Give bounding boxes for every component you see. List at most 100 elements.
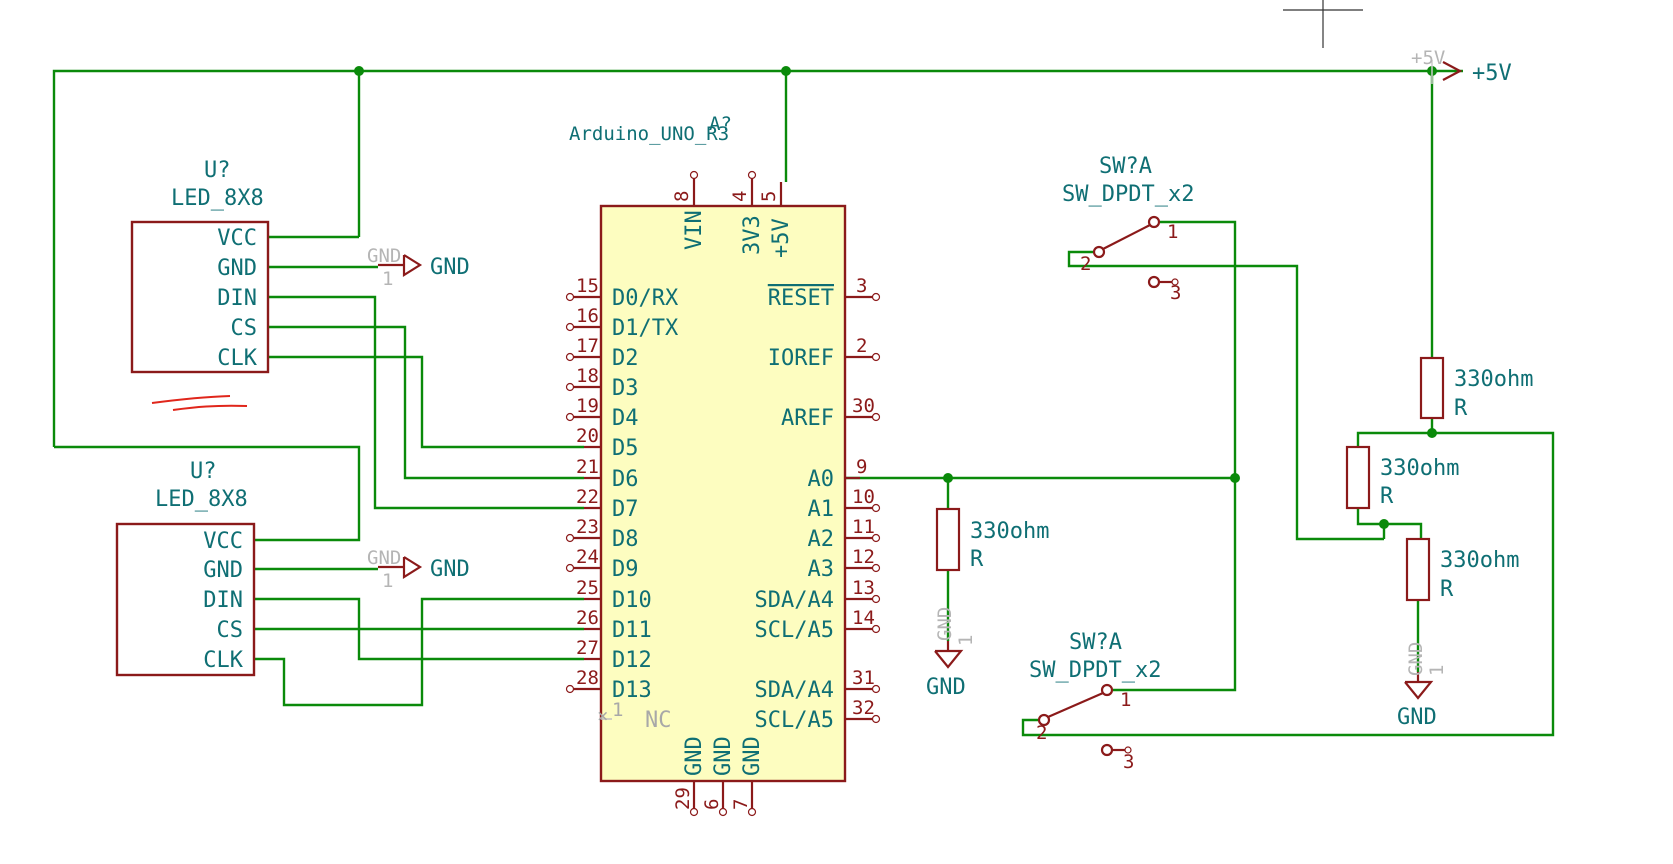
gnd-label: GND: [926, 675, 966, 700]
gnd-ghost-label: GND: [1405, 642, 1427, 676]
pin-label-a1: A1: [808, 497, 835, 522]
pin-label-sda-a4-2: SDA/A4: [755, 678, 834, 703]
resistor-4-value: 330ohm: [1440, 548, 1519, 573]
switch-2-pin-3: 3: [1123, 751, 1134, 773]
pin-label-d5: D5: [612, 436, 639, 461]
gnd-flag-matrix-1[interactable]: GND 1 GND: [367, 245, 470, 290]
plus5v-label: +5V: [1472, 61, 1512, 86]
pin-label-d7: D7: [612, 497, 639, 522]
pin-label-d0: D0/RX: [612, 286, 679, 311]
pin-num-d7: 22: [576, 486, 599, 508]
pin-num-d2: 17: [576, 335, 599, 357]
pin-label-gnd-29: GND: [682, 736, 707, 776]
resistor-3[interactable]: 330ohm R: [1345, 445, 1459, 510]
arduino-value: Arduino_UNO_R3: [569, 123, 729, 145]
pin-num-d5: 20: [576, 425, 599, 447]
pin-num-a1: 10: [852, 486, 875, 508]
pin-num-reset: 3: [856, 275, 867, 297]
pin-num-a3: 12: [852, 546, 875, 568]
pin-label-a2: A2: [808, 527, 835, 552]
led-matrix-1-pin-cs: CS: [231, 316, 258, 341]
gnd-pin-one: 1: [1426, 665, 1448, 676]
wires[interactable]: [52, 69, 1555, 737]
pin-num-d6: 21: [576, 456, 599, 478]
pin-label-a3: A3: [808, 557, 835, 582]
pin-num-gnd-7: 7: [730, 799, 752, 810]
plus5v-ghost-label: +5V: [1411, 47, 1445, 69]
pin-num-d13: 28: [576, 667, 599, 689]
gnd-ghost-label: GND: [367, 547, 401, 569]
led-matrix-1-pin-vcc: VCC: [217, 226, 257, 251]
gnd-pin-one: 1: [382, 570, 393, 592]
led-matrix-1-pin-gnd: GND: [217, 256, 257, 281]
gnd-flag-resistor-4[interactable]: GND 1 GND: [1397, 642, 1448, 730]
pin-label-5v: +5V: [769, 218, 794, 258]
pin-label-d4: D4: [612, 406, 639, 431]
arduino-ref: A?: [709, 113, 732, 135]
arduino-right-pins: 3 2 30 9 10 11 12 13 14 31 32 RESET IORE…: [755, 275, 881, 733]
switch-2-pin-2: 2: [1036, 722, 1047, 744]
pin-label-gnd-7: GND: [740, 736, 765, 776]
pin-label-d8: D8: [612, 527, 639, 552]
pin-num-sda-a4-2: 31: [852, 667, 875, 689]
arduino-left-pins: × 15 16 17 18 19 20 21 22 23 24 25 26 27…: [565, 275, 679, 733]
led-matrix-2-pin-vcc: VCC: [203, 529, 243, 554]
pin-num-vin: 8: [671, 191, 693, 202]
gnd-label: GND: [430, 557, 470, 582]
resistor-1[interactable]: 330ohm R: [935, 507, 1049, 572]
pin-num-3v3: 4: [729, 191, 751, 202]
pin-label-d1: D1/TX: [612, 316, 679, 341]
pin-label-nc: NC: [645, 708, 672, 733]
led-matrix-2-pin-gnd: GND: [203, 558, 243, 583]
arduino-uno-r3[interactable]: A? Arduino_UNO_R3 8 4 5 VIN 3V3 +5V: [565, 113, 881, 817]
gnd-ghost-label: GND: [934, 607, 956, 641]
led-matrix-2-value: LED_8X8: [155, 487, 248, 512]
gnd-label: GND: [1397, 705, 1437, 730]
pin-num-a2: 11: [852, 516, 875, 538]
gnd-flag-resistor-1[interactable]: GND 1 GND: [926, 607, 977, 700]
pin-label-ioref: IOREF: [768, 346, 834, 371]
pin-label-d9: D9: [612, 557, 639, 582]
gnd-ghost-label: GND: [367, 245, 401, 267]
pin-label-d11: D11: [612, 618, 652, 643]
gnd-pin-one: 1: [955, 635, 977, 646]
pin-num-aref: 30: [852, 395, 875, 417]
pin-num-d12: 27: [576, 637, 599, 659]
switch-1[interactable]: SW?A SW_DPDT_x2 1 2 3: [1062, 154, 1194, 304]
resistor-1-ref: R: [970, 547, 984, 572]
pin-label-scl-a5: SCL/A5: [755, 618, 834, 643]
switch-1-ref: SW?A: [1099, 154, 1152, 179]
led-matrix-2-pin-din: DIN: [203, 588, 243, 613]
red-scribble: [151, 395, 248, 411]
gnd-flag-matrix-2[interactable]: GND 1 GND: [367, 547, 470, 592]
led-matrix-2[interactable]: U? LED_8X8 VCC GND DIN CS CLK: [115, 459, 256, 677]
pin-label-aref: AREF: [781, 406, 834, 431]
pin-label-d6: D6: [612, 467, 639, 492]
switch-1-pin-1: 1: [1167, 221, 1178, 243]
led-matrix-1-pin-clk: CLK: [217, 346, 257, 371]
switch-1-value: SW_DPDT_x2: [1062, 182, 1194, 207]
led-matrix-1[interactable]: U? LED_8X8 VCC GND DIN CS CLK: [130, 158, 270, 374]
switch-2[interactable]: SW?A SW_DPDT_x2 1 2 3: [1029, 630, 1161, 773]
pin-num-d1: 16: [576, 305, 599, 327]
switch-2-value: SW_DPDT_x2: [1029, 658, 1161, 683]
resistor-1-value: 330ohm: [970, 519, 1049, 544]
pin-label-3v3: 3V3: [740, 215, 765, 255]
pin-num-d4: 19: [576, 395, 599, 417]
pin-num-d8: 23: [576, 516, 599, 538]
pin-num-scl-a5-2: 32: [852, 697, 875, 719]
switch-2-ref: SW?A: [1069, 630, 1122, 655]
pin-label-d3: D3: [612, 376, 639, 401]
plus5v-power-symbol[interactable]: +5V +5V: [1411, 47, 1512, 86]
resistor-3-ref: R: [1380, 484, 1394, 509]
pin-num-a0: 9: [856, 456, 867, 478]
pin-label-d10: D10: [612, 588, 652, 613]
pin-num-d11: 26: [576, 607, 599, 629]
pin-label-d13: D13: [612, 678, 652, 703]
switch-1-pin-3: 3: [1170, 282, 1181, 304]
pin-num-gnd-6: 6: [701, 799, 723, 810]
resistor-4[interactable]: 330ohm R: [1405, 537, 1519, 602]
resistor-3-value: 330ohm: [1380, 456, 1459, 481]
resistor-2[interactable]: 330ohm R: [1419, 356, 1533, 421]
